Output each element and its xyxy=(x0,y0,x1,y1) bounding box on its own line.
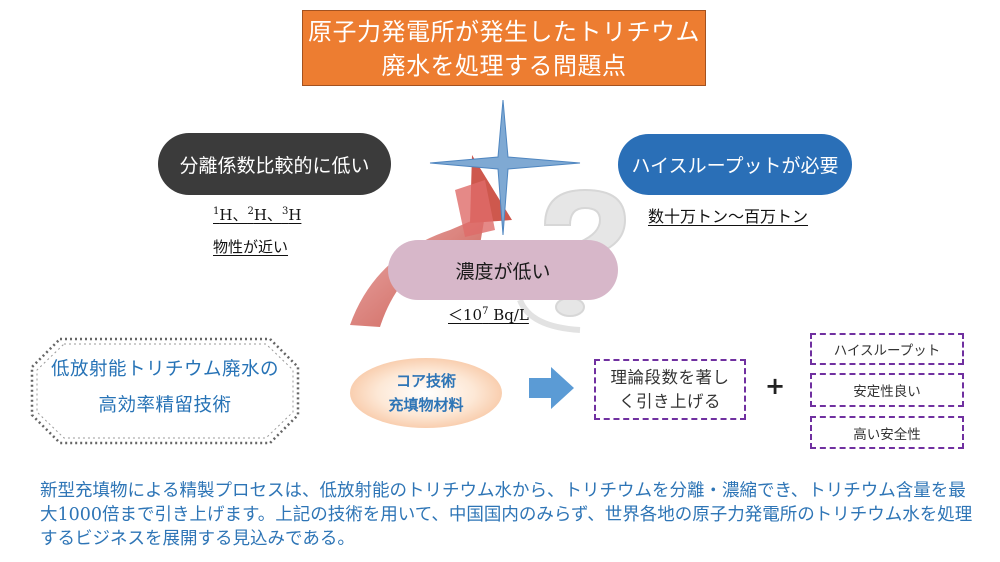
concentration-limit-note: ＜107 Bq/L xyxy=(448,304,529,325)
core-technology-oval: コア技術 充填物材料 xyxy=(350,358,502,428)
benefit-stability: 安定性良い xyxy=(810,373,964,407)
cross-star-icon xyxy=(429,99,581,236)
problem-separation-pill: 分離係数比較的に低い xyxy=(158,133,391,195)
isotope-mass-1: 1 xyxy=(213,206,220,217)
summary-paragraph: 新型充填物による精製プロセスは、低放射能のトリチウム水から、トリチウムを分離・濃… xyxy=(40,481,973,549)
solution-name: 低放射能トリチウム廃水の高効率精留技術 xyxy=(50,359,279,416)
core-tech-line1: コア技術 xyxy=(395,372,456,390)
limit-prefix: ＜10 xyxy=(448,306,483,324)
isotope-h3: H xyxy=(288,206,302,224)
isotope-mass-3: 3 xyxy=(281,206,289,217)
limit-unit: Bq/L xyxy=(488,306,529,324)
result-box: 理論段数を著しく引き上げる xyxy=(594,359,746,420)
benefit-high-throughput: ハイスループット xyxy=(810,333,964,365)
problem-separation-label: 分離係数比較的に低い xyxy=(179,154,370,177)
solution-octagon xyxy=(30,337,300,445)
isotope-h1: H、 xyxy=(219,206,248,224)
problem-throughput-label: ハイスループットが必要 xyxy=(631,155,839,177)
problem-concentration-label: 濃度が低い xyxy=(455,260,551,283)
throughput-amount-note: 数十万トン〜百万トン xyxy=(648,207,809,226)
isotope-h2: H、 xyxy=(253,206,282,224)
isotope-note: 1H、2H、3H xyxy=(213,204,301,225)
diagram-title: 原子力発電所が発生したトリチウム廃水を処理する問題点 xyxy=(302,10,706,86)
properties-note: 物性が近い xyxy=(213,238,289,256)
problem-throughput-pill: ハイスループットが必要 xyxy=(618,134,852,195)
isotope-mass-2: 2 xyxy=(247,206,254,217)
plus-sign: + xyxy=(765,372,786,400)
limit-exponent: 7 xyxy=(482,306,489,317)
right-arrow-icon xyxy=(529,367,574,409)
core-tech-line2: 充填物材料 xyxy=(388,396,464,414)
problem-concentration-pill: 濃度が低い xyxy=(388,240,618,300)
benefit-safety: 高い安全性 xyxy=(810,416,964,449)
